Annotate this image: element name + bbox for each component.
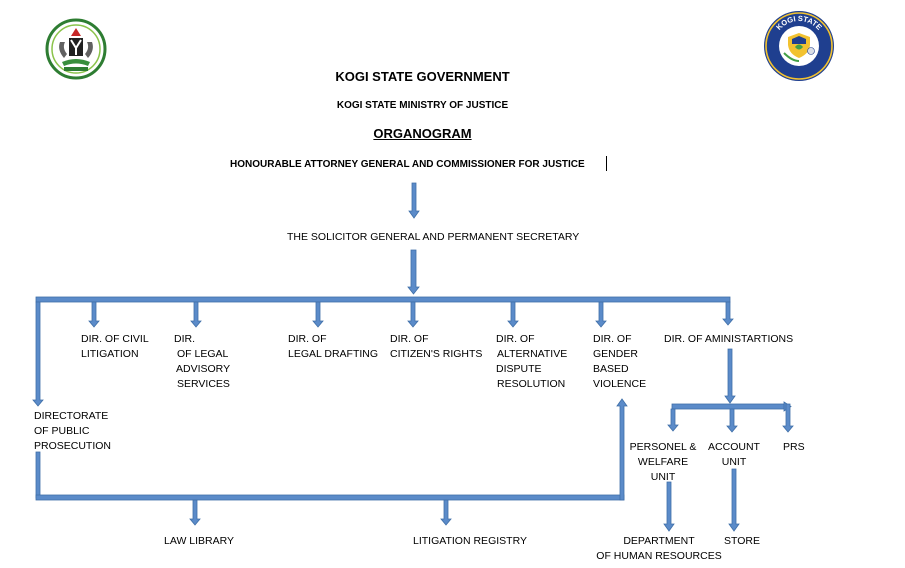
dir-citizens-line-1: DIR. OF [390, 333, 429, 345]
coat-of-arms-logo [45, 18, 107, 80]
account-unit: ACCOUNT UNIT [702, 440, 766, 470]
dir-advisory-line-1: DIR. [174, 333, 195, 345]
dir-gbv-line-3: BASED [593, 363, 629, 375]
dir-adr-line-3: DISPUTE [496, 363, 542, 375]
dir-administration: DIR. OF AMINISTARTIONS [664, 333, 794, 345]
arrow-up-to-gbv [616, 398, 628, 501]
text-cursor [606, 156, 607, 171]
arrow-to-adr [507, 301, 519, 328]
arrow-sg-down [407, 249, 420, 295]
arrow-to-public-prosecution [32, 301, 44, 407]
department-human-resources: DEPARTMENT OF HUMAN RESOURCES [596, 534, 722, 564]
arrow-to-prs [782, 403, 794, 433]
dir-civil-line-2: LITIGATION [81, 348, 139, 360]
kogi-state-seal-logo: KOGI STATE [764, 11, 834, 81]
dir-advisory-line-3: ADVISORY [176, 363, 231, 375]
dir-gbv-line-1: DIR. OF [593, 333, 632, 345]
personnel-line-2: WELFARE [637, 456, 689, 468]
top-branch-bar [35, 296, 731, 303]
arrow-to-legal-advisory [190, 301, 202, 328]
dir-adr-line-4: RESOLUTION [497, 378, 566, 390]
arrow-to-legal-drafting [312, 301, 324, 328]
prs-unit: PRS [783, 441, 805, 453]
dir-gbv-line-2: GENDER [593, 348, 638, 360]
arrow-to-gbv [595, 301, 607, 328]
dir-advisory-line-2: OF LEGAL [177, 348, 229, 360]
page-title: ORGANOGRAM [373, 126, 472, 141]
hr-line-2: OF HUMAN RESOURCES [596, 550, 722, 562]
dir-advisory-line-4: SERVICES [177, 378, 230, 390]
bottom-bar [35, 494, 625, 501]
dpp-line-1: DIRECTORATE [34, 410, 109, 422]
store-unit: STORE [724, 535, 760, 547]
dir-drafting-line-2: LEGAL DRAFTING [288, 348, 379, 360]
government-title: KOGI STATE GOVERNMENT [335, 69, 510, 84]
dpp-line-3: PROSECUTION [34, 440, 112, 452]
prosecution-connector [35, 451, 41, 499]
arrow-to-administration [722, 301, 734, 326]
admin-branch-bar [671, 403, 787, 410]
dir-civil-line-1: DIR. OF CIVIL [81, 333, 149, 345]
hr-line-1: DEPARTMENT [623, 535, 695, 547]
personnel-welfare-unit: PERSONEL & WELFARE UNIT [623, 440, 703, 485]
account-line-1: ACCOUNT [708, 441, 760, 453]
arrow-to-account-unit [726, 408, 738, 433]
solicitor-general-box: THE SOLICITOR GENERAL AND PERMANENT SECR… [287, 231, 580, 243]
arrow-to-civil-litigation [88, 301, 100, 328]
attorney-general-box: HONOURABLE ATTORNEY GENERAL AND COMMISSI… [230, 159, 585, 170]
arrow-to-law-library [189, 499, 201, 526]
litigation-registry-unit: LITIGATION REGISTRY [413, 535, 527, 547]
dpp-line-2: OF PUBLIC [34, 425, 90, 437]
dir-drafting-line-1: DIR. OF [288, 333, 327, 345]
dir-adr-line-2: ALTERNATIVE [497, 348, 568, 360]
account-line-2: UNIT [721, 456, 747, 468]
arrow-to-personnel [667, 408, 679, 432]
dir-adr-line-1: DIR. OF [496, 333, 535, 345]
arrow-to-store [728, 468, 740, 532]
arrow-to-citizens-rights [407, 301, 419, 328]
arrow-to-hr [663, 481, 675, 532]
law-library-unit: LAW LIBRARY [164, 535, 235, 547]
arrow-to-litigation-registry [440, 499, 452, 526]
arrow-admin-down [724, 348, 736, 404]
ministry-title: KOGI STATE MINISTRY OF JUSTICE [336, 100, 509, 111]
personnel-line-3: UNIT [650, 471, 676, 483]
arrow-ag-to-sg [408, 182, 420, 219]
dir-citizens-line-2: CITIZEN'S RIGHTS [390, 348, 483, 360]
personnel-line-1: PERSONEL & [629, 441, 697, 453]
dir-gbv-line-4: VIOLENCE [593, 378, 647, 390]
